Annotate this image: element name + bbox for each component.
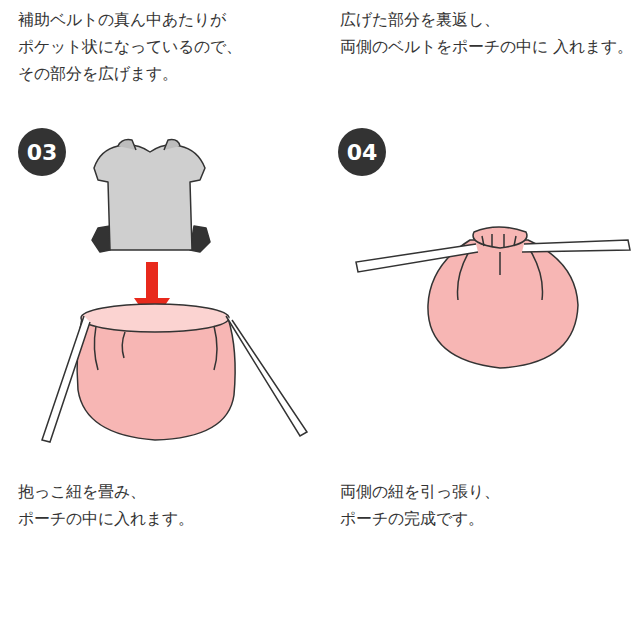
step-number-text: 03 xyxy=(27,140,58,165)
step-number-text: 04 xyxy=(347,140,378,165)
step-number: 04 xyxy=(338,128,386,176)
instruction-text: 抱っこ紐を畳み、 ポーチの中に入れます。 xyxy=(18,478,318,532)
step-number: 03 xyxy=(18,128,66,176)
instruction-text: 広げた部分を裏返し、 両側のベルトをポーチの中に 入れます。 xyxy=(340,6,634,60)
instruction-text: 両側の紐を引っ張り、 ポーチの完成です。 xyxy=(340,478,634,532)
instruction-text: 補助ベルトの真ん中あたりが ポケット状になっているので、 その部分を広げます。 xyxy=(18,6,318,87)
